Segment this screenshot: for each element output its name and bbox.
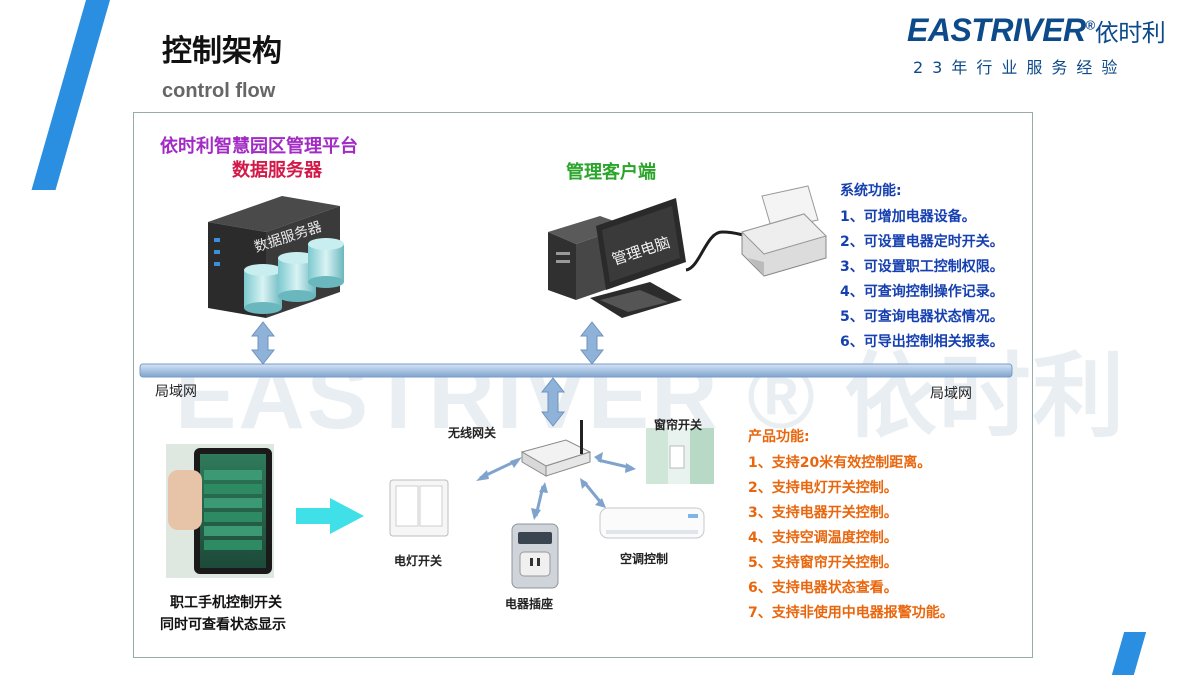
gateway-label: 无线网关	[448, 426, 497, 440]
computer-icon	[548, 198, 686, 318]
phone-caption-line1: 职工手机控制开关	[170, 595, 282, 611]
server-icon	[208, 196, 344, 318]
ac-label: 空调控制	[620, 552, 669, 566]
system-function-item: 4、可查询控制操作记录。	[840, 284, 1004, 300]
lan-label-left: 局域网	[155, 384, 197, 400]
phone-caption-line2: 同时可查看状态显示	[160, 617, 286, 633]
lan-bus	[139, 363, 1013, 378]
printer-icon	[741, 185, 827, 277]
curtain-switch-label: 窗帘开关	[654, 418, 703, 432]
light-switch-label: 电灯开关	[394, 554, 443, 568]
lan-label-right: 局域网	[930, 386, 972, 402]
brand-tagline: 23年行业服务经验	[913, 58, 1127, 77]
database-icon	[244, 238, 344, 314]
product-function-item: 2、支持电灯开关控制。	[748, 480, 898, 496]
system-function-item: 2、可设置电器定时开关。	[840, 234, 1004, 250]
printer-cable	[685, 230, 751, 272]
brand-name: EASTRIVER	[907, 12, 1086, 48]
product-function-item: 5、支持窗帘开关控制。	[748, 555, 898, 571]
router-icon	[520, 420, 592, 477]
air-conditioner-icon	[599, 507, 705, 539]
page-title: 控制架构	[162, 34, 282, 69]
system-function-item: 3、可设置职工控制权限。	[840, 259, 1004, 275]
smart-socket-icon	[511, 523, 559, 589]
registered-mark: ®	[1085, 17, 1096, 33]
product-function-item: 3、支持电器开关控制。	[748, 505, 898, 521]
light-switch-icon	[389, 479, 449, 537]
product-functions-title: 产品功能:	[748, 429, 810, 445]
platform-title: 依时利智慧园区管理平台	[160, 136, 358, 157]
system-function-item: 5、可查询电器状态情况。	[840, 309, 1004, 325]
socket-label: 电器插座	[505, 597, 554, 611]
page-subtitle: control flow	[162, 80, 276, 102]
server-bus-arrow	[250, 321, 276, 365]
brand-logo: EASTRIVER®依时利	[907, 12, 1166, 49]
client-bus-arrow	[579, 321, 605, 365]
smartphone-image	[166, 444, 274, 578]
system-functions-title: 系统功能:	[840, 183, 902, 199]
product-function-item: 4、支持空调温度控制。	[748, 530, 898, 546]
arrow-heads	[476, 452, 636, 520]
product-function-item: 7、支持非使用中电器报警功能。	[748, 605, 954, 621]
phone-control-arrow	[296, 498, 364, 534]
system-function-item: 1、可增加电器设备。	[840, 209, 976, 225]
system-function-item: 6、可导出控制相关报表。	[840, 334, 1004, 350]
server-title: 数据服务器	[232, 160, 322, 181]
product-function-item: 1、支持20米有效控制距离。	[748, 455, 932, 471]
gateway-bus-arrow	[540, 377, 566, 427]
product-function-item: 6、支持电器状态查看。	[748, 580, 898, 596]
client-title: 管理客户端	[566, 162, 656, 183]
curtain-switch-image	[646, 428, 714, 484]
brand-name-cn: 依时利	[1094, 20, 1166, 47]
